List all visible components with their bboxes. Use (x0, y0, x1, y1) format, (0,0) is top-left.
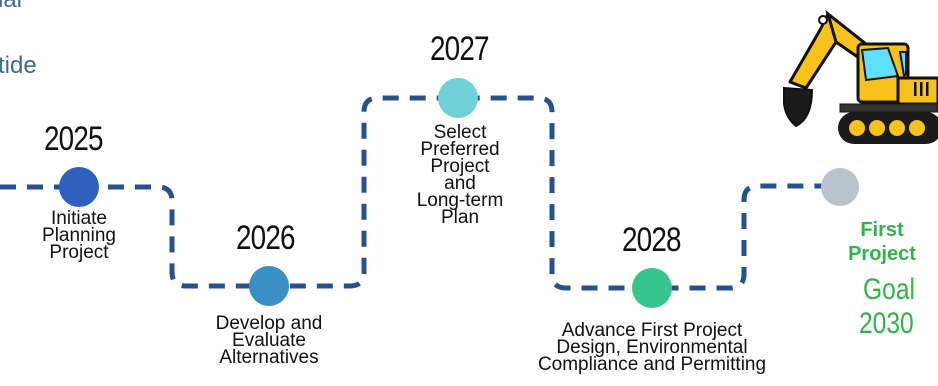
cropped-text-fragment-1: ial (0, 0, 22, 14)
year-2027: 2027 (430, 30, 490, 68)
milestone-label-2027: Select Preferred Project and Long-term P… (416, 122, 504, 228)
milestone-dot-2028 (632, 268, 672, 308)
goal-year: 2030 (859, 307, 914, 340)
milestone-dot-2026 (249, 266, 289, 306)
excavator-icon (783, 9, 938, 144)
milestone-dot-2027 (438, 78, 478, 118)
year-2026: 2026 (236, 219, 296, 257)
milestone-label-2025: Initiate Planning Project (42, 208, 116, 263)
year-2028: 2028 (622, 221, 682, 259)
year-2025: 2025 (44, 120, 104, 158)
goal-first-project: First Project (848, 219, 916, 265)
goal-word: Goal (863, 273, 915, 306)
milestone-label-2028: Advance First Project Design, Environmen… (537, 320, 767, 375)
milestone-dot-2025 (59, 167, 99, 207)
timeline-path (0, 95, 830, 291)
goal-dot (821, 168, 859, 206)
cropped-text-fragment-2: tide (0, 52, 37, 79)
milestone-label-2026: Develop and Evaluate Alternatives (215, 313, 323, 368)
